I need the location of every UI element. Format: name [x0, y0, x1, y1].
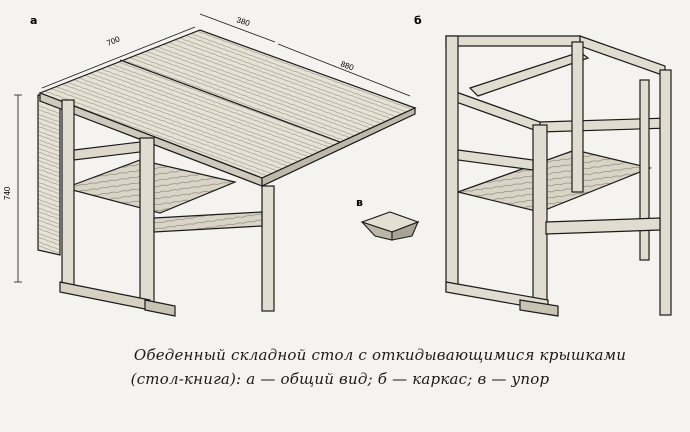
cross-brace [153, 211, 263, 233]
frame-leg-back-right [571, 41, 584, 193]
caption-line-2: (стол-книга): а — общий вид; б — каркас;… [130, 370, 550, 388]
frame-rail [73, 141, 141, 161]
figure-a-general-view [14, 13, 417, 317]
dim-880: 880 [339, 59, 355, 72]
bottom-rail [59, 281, 151, 311]
label-a: а [30, 14, 37, 27]
foot [144, 299, 176, 317]
frame-side-rail [457, 149, 534, 171]
leg-back-right [261, 185, 275, 312]
mid-rail-front [455, 91, 541, 133]
frame-leg-back-left [445, 35, 459, 292]
frame-foot [519, 299, 559, 317]
caption-line-1: Обеденный складной стол с откидывающимис… [133, 346, 627, 364]
frame-leg-right [659, 69, 672, 316]
top-hinge-line [119, 59, 341, 143]
frame-leg-front [532, 124, 548, 311]
top-rail-right [579, 35, 666, 77]
leg-front-mid [139, 137, 155, 304]
dim-740: 740 [3, 186, 12, 200]
frame-leg-inner [639, 79, 650, 261]
hanging-leaf [37, 94, 61, 256]
mid-rail-right [539, 117, 671, 133]
frame-lower-rail [545, 217, 661, 235]
dim-700: 700 [105, 34, 121, 48]
label-v: в [356, 196, 363, 209]
figure-b-frame [445, 35, 672, 317]
top-edge-right [261, 107, 416, 187]
dimension-lines [14, 13, 411, 283]
dim-380: 380 [235, 15, 251, 28]
label-b: б [414, 14, 422, 27]
diag-rail [468, 51, 590, 97]
top-rail-back [445, 35, 581, 47]
figure-v-stop [360, 211, 420, 241]
leg-front-left [61, 99, 75, 286]
